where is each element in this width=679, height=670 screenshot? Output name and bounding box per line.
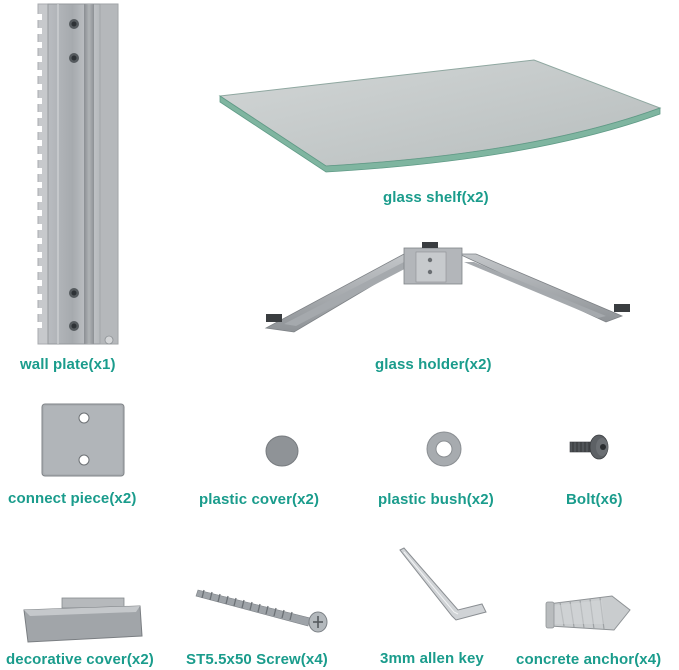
plastic-cover-image bbox=[264, 434, 300, 468]
plastic-bush-label: plastic bush(x2) bbox=[378, 491, 494, 508]
concrete-anchor-label: concrete anchor(x4) bbox=[516, 651, 662, 668]
glass-holder-image bbox=[254, 240, 644, 345]
glass-shelf-image bbox=[214, 58, 666, 174]
wall-plate-label: wall plate(x1) bbox=[20, 356, 116, 373]
glass-shelf-label: glass shelf(x2) bbox=[383, 189, 489, 206]
bolt-label: Bolt(x6) bbox=[566, 491, 623, 508]
screw-image bbox=[192, 582, 334, 634]
allen-key-image bbox=[396, 546, 492, 626]
allen-key-label: 3mm allen key bbox=[380, 650, 484, 667]
connect-piece-label: connect piece(x2) bbox=[8, 490, 137, 507]
plastic-cover-label: plastic cover(x2) bbox=[199, 491, 320, 508]
concrete-anchor-image bbox=[542, 584, 638, 642]
decorative-cover-image bbox=[22, 596, 148, 646]
plastic-bush-image bbox=[424, 430, 464, 468]
wall-plate-image bbox=[28, 0, 128, 350]
screw-label: ST5.5x50 Screw(x4) bbox=[186, 651, 328, 668]
bolt-image bbox=[568, 432, 614, 462]
glass-holder-label: glass holder(x2) bbox=[375, 356, 492, 373]
connect-piece-image bbox=[40, 402, 128, 478]
decorative-cover-label: decorative cover(x2) bbox=[6, 651, 154, 668]
